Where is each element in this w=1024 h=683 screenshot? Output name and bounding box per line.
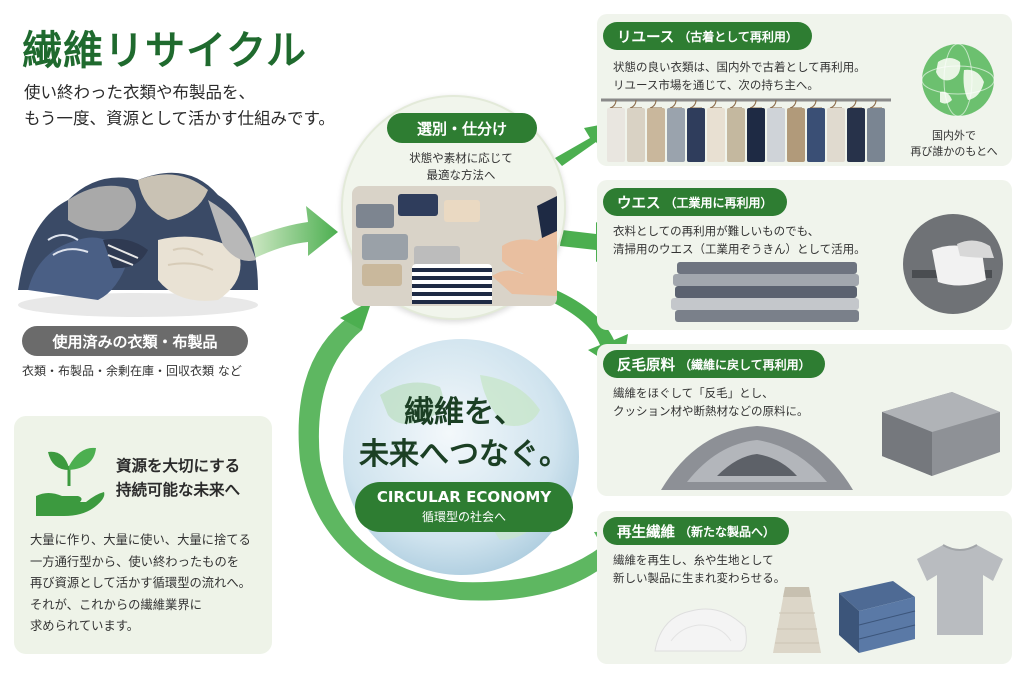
hanger-icon [849, 99, 862, 109]
arrow-cycle-to-regen [298, 300, 636, 601]
hanging-shirt [827, 108, 845, 162]
hanger-icon [789, 99, 802, 109]
regen-desc-line: 繊維を再生し、糸や生地として [613, 553, 774, 567]
t-shirt-icon [917, 544, 1003, 635]
resources-body-line: それが、これからの繊維業界に [30, 597, 202, 612]
hanging-shirt [847, 108, 865, 162]
world-globe-icon [921, 43, 995, 117]
striped-shirt-icon [412, 264, 492, 304]
reclaimed-desc: 繊維をほぐして「反毛」とし、 クッション材や断熱材などの原料に。 [613, 384, 809, 420]
reuse-label-main: リユース [617, 29, 675, 46]
resources-body-line: 大量に作り、大量に使い、大量に捨てる [30, 533, 251, 547]
reclaimed-label-sub: （繊維に戻して再利用） [679, 357, 811, 372]
resources-body-line: 一方通行型から、使い終わったものを [30, 554, 240, 569]
regen-label: 再生繊維 （新たな製品へ） [603, 517, 790, 545]
world-label-line: 再び誰かのもとへ [910, 145, 998, 158]
hanger-icon [729, 99, 742, 109]
hanging-shirt [647, 108, 665, 162]
waste-label-main: ウエス [617, 195, 661, 212]
hanging-shirt [627, 108, 645, 162]
subtitle-line: 使い終わった衣類や布製品を、 [24, 83, 255, 102]
reuse-desc-line: 状態の良い衣類は、国内外で古着として再利用。 [613, 60, 866, 74]
hanger-icon [749, 99, 762, 109]
resources-body-line: 再び資源として活かす循環型の流れへ。 [30, 576, 251, 590]
regen-card: 再生繊維 （新たな製品へ） 繊維を再生し、糸や生地として 新しい製品に生まれ変わ… [597, 511, 1012, 664]
hanger-icon [709, 99, 722, 109]
resources-title: 資源を大切にする 持続可能な未来へ [116, 454, 240, 502]
hanging-shirt [807, 108, 825, 162]
resources-title-line: 持続可能な未来へ [116, 481, 241, 499]
hanger-icon [609, 99, 622, 109]
hanger-icon [629, 99, 642, 109]
hanging-shirt [747, 108, 765, 162]
page-title: 繊維リサイクル [22, 28, 307, 74]
hanging-shirt [787, 108, 805, 162]
used-clothes-pile-illustration [18, 172, 258, 317]
plant-in-hand-icon [36, 447, 105, 516]
reclaimed-desc-line: クッション材や断熱材などの原料に。 [613, 404, 809, 418]
waste-label-sub: （工業用に再利用） [664, 195, 773, 210]
center-title-line: 繊維を、 [404, 395, 524, 430]
world-label-line: 国内外で [932, 129, 976, 142]
waste-desc-line: 衣料としての再利用が難しいものでも、 [613, 224, 820, 238]
cotton-fiber-illustration [654, 608, 747, 652]
wiping-hand-icon [903, 214, 1003, 314]
page-subtitle: 使い終わった衣類や布製品を、 もう一度、資源として活かす仕組みです。 [24, 80, 335, 132]
sorting-desc: 状態や素材に応じて 最適な方法へ [366, 150, 556, 184]
clothes-rack-illustration [601, 98, 891, 162]
hanger-icon [689, 99, 702, 109]
rag-stack-illustration [671, 262, 859, 322]
regen-desc: 繊維を再生し、糸や生地として 新しい製品に生まれ変わらせる。 [613, 551, 785, 587]
used-clothing-desc: 衣類・布製品・余剰在庫・回収衣類 など [22, 364, 242, 378]
subtitle-line: もう一度、資源として活かす仕組みです。 [24, 109, 335, 128]
reclaimed-desc-line: 繊維をほぐして「反毛」とし、 [613, 386, 774, 400]
center-title: 繊維を、 未来へつなぐ。 [358, 392, 570, 476]
hanging-shirt [707, 108, 725, 162]
sorting-desc-line: 最適な方法へ [426, 168, 496, 182]
sorting-label: 選別・仕分け [387, 113, 537, 143]
resources-body: 大量に作り、大量に使い、大量に捨てる 一方通行型から、使い終わったものを 再び資… [30, 530, 251, 638]
regen-label-sub: （新たな製品へ） [679, 524, 776, 539]
hanging-shirt [687, 108, 705, 162]
arrow-used-to-sorting [250, 206, 338, 258]
hanging-shirt [867, 108, 885, 162]
sorting-desc-line: 状態や素材に応じて [409, 151, 513, 165]
hanging-shirt [607, 108, 625, 162]
hanging-shirt [667, 108, 685, 162]
fabric-stack-illustration [839, 581, 916, 653]
hanger-icon [829, 99, 842, 109]
fiber-pile-illustration [661, 426, 853, 490]
reuse-label: リユース （古着として再利用） [603, 22, 812, 50]
circular-economy-badge: CIRCULAR ECONOMY 循環型の社会へ [355, 482, 573, 532]
hanger-icon [669, 99, 682, 109]
regen-desc-line: 新しい製品に生まれ変わらせる。 [613, 571, 786, 585]
hanging-shirt [727, 108, 745, 162]
waste-desc: 衣料としての再利用が難しいものでも、 清掃用のウエス（工業用ぞうきん）として活用… [613, 222, 866, 258]
reuse-desc: 状態の良い衣類は、国内外で古着として再利用。 リユース市場を通じて、次の持ち主へ… [613, 58, 866, 94]
hanger-icon [649, 99, 662, 109]
reclaimed-label-main: 反毛原料 [617, 357, 675, 374]
reclaimed-card: 反毛原料 （繊維に戻して再利用） 繊維をほぐして「反毛」とし、 クッション材や断… [597, 344, 1012, 496]
hanger-icon [869, 99, 882, 109]
reuse-desc-line: リユース市場を通じて、次の持ち主へ。 [613, 78, 819, 92]
world-label: 国内外で 再び誰かのもとへ [904, 128, 1004, 160]
felt-block-illustration [882, 392, 1000, 476]
hanger-icon [809, 99, 822, 109]
sorting-illustration [352, 186, 557, 306]
hanging-shirt [767, 108, 785, 162]
hanger-icon [769, 99, 782, 109]
resources-title-line: 資源を大切にする [116, 457, 241, 475]
circular-economy-jp: 循環型の社会へ [421, 510, 506, 524]
used-clothing-label: 使用済みの衣類・布製品 [22, 326, 248, 356]
resources-body-line: 求められています。 [30, 619, 140, 633]
waste-card: ウエス （工業用に再利用） 衣料としての再利用が難しいものでも、 清掃用のウエス… [597, 180, 1012, 330]
reclaimed-label: 反毛原料 （繊維に戻して再利用） [603, 350, 825, 378]
regen-label-main: 再生繊維 [617, 524, 675, 541]
circular-economy-en: CIRCULAR ECONOMY [376, 488, 552, 506]
waste-desc-line: 清掃用のウエス（工業用ぞうきん）として活用。 [613, 242, 866, 256]
center-title-line: 未来へつなぐ。 [359, 437, 569, 472]
waste-label: ウエス （工業用に再利用） [603, 188, 787, 216]
reuse-label-sub: （古着として再利用） [678, 29, 798, 44]
yarn-cone-icon [773, 587, 821, 653]
